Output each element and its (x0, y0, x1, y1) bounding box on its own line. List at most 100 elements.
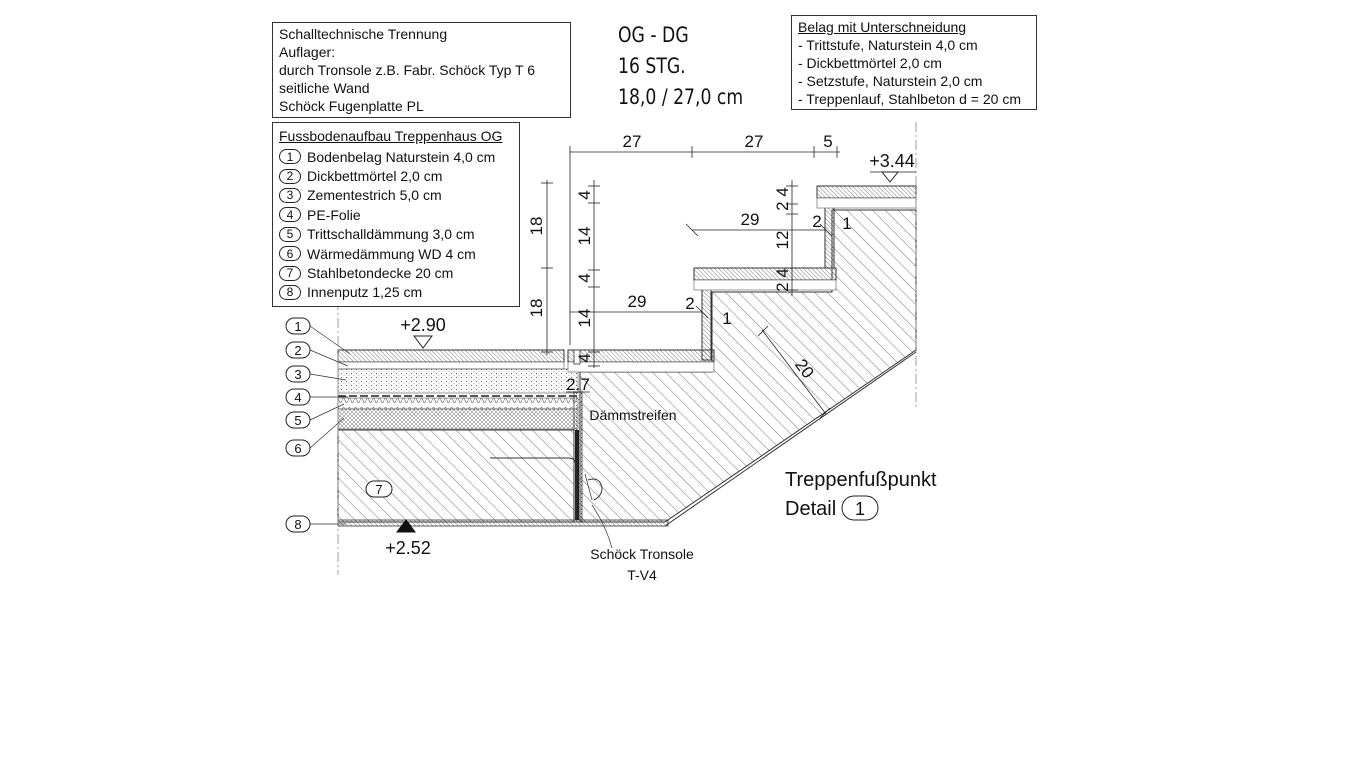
note-line-5: Schöck Fugenplatte PL (279, 98, 424, 114)
legend-label: Dickbettmörtel 2,0 cm (307, 168, 443, 185)
dim-29-upper: 29 (741, 210, 760, 229)
covering-line-1: - Trittstufe, Naturstein 4,0 cm (798, 37, 978, 53)
layer-6-thermal-insulation (337, 408, 579, 430)
callout-oval-5 (285, 411, 311, 429)
level-marker-ceiling (396, 519, 416, 533)
dim-14-lower: 14 (575, 309, 594, 328)
dim-27-right: 27 (745, 132, 764, 151)
title-step-size: 18,0 / 27,0 cm (618, 85, 744, 109)
dim-4-top: 4 (575, 190, 594, 199)
dim-2-4-lower: 2 4 (773, 268, 792, 292)
detail-number: 1 (855, 499, 865, 519)
legend-item: 5 Trittschalldämmung 3,0 cm (279, 225, 513, 244)
callout-text-3: 3 (294, 367, 301, 382)
dim-4-bottom: 4 (575, 353, 594, 362)
riser-stone-2 (824, 203, 835, 269)
dim-12: 12 (773, 231, 792, 250)
callout-text-7: 7 (375, 482, 382, 497)
note-line-4: seitliche Wand (279, 80, 370, 96)
covering-line-3: - Setzstufe, Naturstein 2,0 cm (798, 73, 983, 89)
legend-label: Innenputz 1,25 cm (307, 284, 423, 301)
layer-2-mortar (337, 361, 565, 370)
detail-num-oval (841, 495, 879, 521)
detail-label: Detail (785, 498, 836, 520)
tread-stone-2 (693, 267, 837, 281)
note-line-2: Auflager: (279, 44, 336, 60)
legend-num: 8 (279, 284, 301, 300)
covering-line-2: - Dickbettmörtel 2,0 cm (798, 55, 942, 71)
riser-stone-1 (701, 287, 712, 361)
callout-oval-7 (365, 480, 393, 498)
label-tronsole-1: Schöck Tronsole (590, 546, 694, 562)
legend-num: 4 (279, 207, 301, 223)
legend-item: 8 Innenputz 1,25 cm (279, 283, 513, 302)
acoustic-separation-note: Schalltechnische Trennung Auflager: durc… (272, 22, 571, 118)
legend-num: 6 (279, 246, 301, 262)
legend-num: 1 (279, 149, 301, 165)
layer-1-natural-stone (337, 349, 565, 363)
dim-29-lower: 29 (628, 292, 647, 311)
detail-title: Treppenfußpunkt (785, 469, 937, 491)
dim-4-middle: 4 (575, 273, 594, 282)
dim-2-4-upper: 2 4 (773, 187, 792, 211)
legend-heading: Fussbodenaufbau Treppenhaus OG (279, 128, 503, 144)
dim-1-upper: 1 (842, 214, 851, 233)
dim-27-left: 27 (623, 132, 642, 151)
level-ceiling: +2.52 (385, 538, 431, 558)
level-marker-top (880, 171, 900, 183)
dim-18-upper: 18 (527, 217, 546, 236)
covering-spec-box: Belag mit Unterschneidung - Trittstufe, … (791, 15, 1037, 110)
tronsole-element (575, 430, 579, 520)
dim-2-lower: 2 (685, 294, 694, 313)
legend-item: 2 Dickbettmörtel 2,0 cm (279, 166, 513, 185)
legend-label: Zementestrich 5,0 cm (307, 187, 442, 204)
legend-num: 7 (279, 265, 301, 281)
label-daemmstreifen: Dämmstreifen (589, 407, 676, 423)
legend-label: Trittschalldämmung 3,0 cm (307, 226, 475, 243)
legend-item: 6 Wärmedämmung WD 4 cm (279, 244, 513, 263)
tronsole-profile (587, 478, 603, 501)
callout-oval-4 (285, 388, 311, 406)
rebar-hook (490, 457, 577, 520)
callout-oval-3 (285, 365, 311, 383)
title-steps: 16 STG. (618, 54, 686, 78)
legend-item: 3 Zementestrich 5,0 cm (279, 186, 513, 205)
callout-text-2: 2 (294, 343, 301, 358)
legend-num: 2 (279, 168, 301, 184)
floor-slab (337, 429, 575, 523)
stair-title-block: OG - DG 16 STG. 18,0 / 27,0 cm (618, 20, 743, 113)
covering-heading: Belag mit Unterschneidung (798, 19, 967, 35)
tread-stone-3 (816, 185, 917, 199)
callout-oval-2 (285, 341, 311, 359)
dim-2-upper: 2 (812, 212, 821, 231)
note-line-3: durch Tronsole z.B. Fabr. Schöck Typ T 6 (279, 62, 536, 78)
dim-14-upper: 14 (575, 227, 594, 246)
dim-18-lower: 18 (527, 299, 546, 318)
legend-num: 3 (279, 187, 301, 203)
legend-label: Wärmedämmung WD 4 cm (307, 245, 476, 262)
callout-text-4: 4 (294, 390, 301, 405)
callout-oval-6 (285, 439, 311, 457)
covering-line-4: - Treppenlauf, Stahlbeton d = 20 cm (798, 91, 1021, 107)
label-tronsole-2: T-V4 (627, 567, 657, 583)
callout-oval-1 (285, 317, 311, 335)
title-floors: OG - DG (618, 23, 689, 47)
note-line-1: Schalltechnische Trennung (279, 26, 448, 42)
level-marker-floor (413, 335, 433, 349)
layer-3-screed (337, 368, 579, 394)
layer-5-impact-insulation (337, 397, 579, 410)
legend-num: 5 (279, 226, 301, 242)
ceiling-plaster (337, 519, 669, 527)
callout-text-1: 1 (294, 319, 301, 334)
callout-text-8: 8 (294, 517, 301, 532)
dim-1-lower: 1 (722, 309, 731, 328)
callout-text-5: 5 (294, 413, 301, 428)
level-floor: +2.90 (400, 315, 446, 335)
dim-5: 5 (823, 132, 832, 151)
dim-2-7: 2.7 (566, 375, 590, 394)
level-top: +3.44 (869, 151, 915, 171)
